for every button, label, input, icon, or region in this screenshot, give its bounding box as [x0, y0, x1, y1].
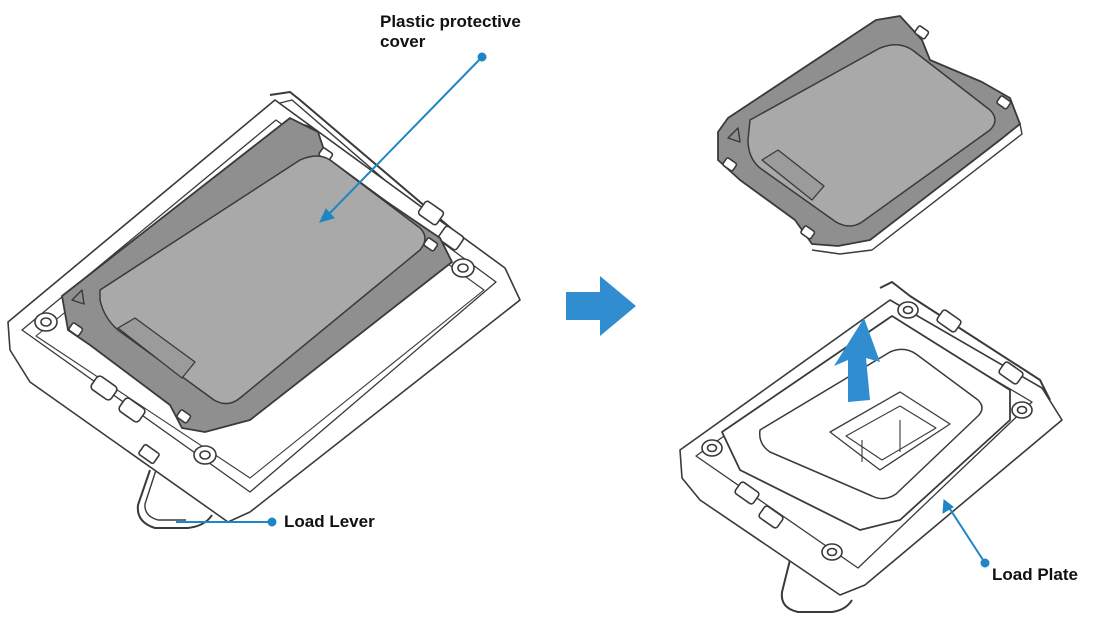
label-load-lever: Load Lever — [284, 512, 375, 531]
removed-plastic-cover — [717, 15, 1023, 255]
right-screw-right — [1011, 401, 1033, 419]
callout-cover — [319, 52, 487, 223]
removed-cover-pin1-marker — [727, 127, 741, 143]
right-arrow-icon — [566, 276, 636, 336]
right-screw-left — [701, 439, 723, 457]
label-plastic-protective-cover: Plastic protective cover — [380, 12, 521, 52]
callout-load-lever — [176, 517, 277, 527]
left-screw-right — [451, 258, 475, 278]
callout-load-plate — [942, 499, 990, 568]
left-screw-bottom — [193, 445, 217, 465]
label-cover-line2: cover — [380, 32, 426, 51]
right-screw-top — [897, 301, 919, 319]
right-screw-bottom — [821, 543, 843, 561]
right-socket-assembly — [679, 281, 1063, 613]
up-arrow-icon — [834, 318, 880, 402]
label-load-plate: Load Plate — [992, 565, 1078, 584]
left-screw-left — [34, 312, 58, 332]
left-socket-assembly — [7, 91, 521, 529]
left-pin1-marker — [71, 289, 85, 305]
right-load-lever — [780, 559, 853, 613]
label-cover-line1: Plastic protective — [380, 12, 521, 31]
